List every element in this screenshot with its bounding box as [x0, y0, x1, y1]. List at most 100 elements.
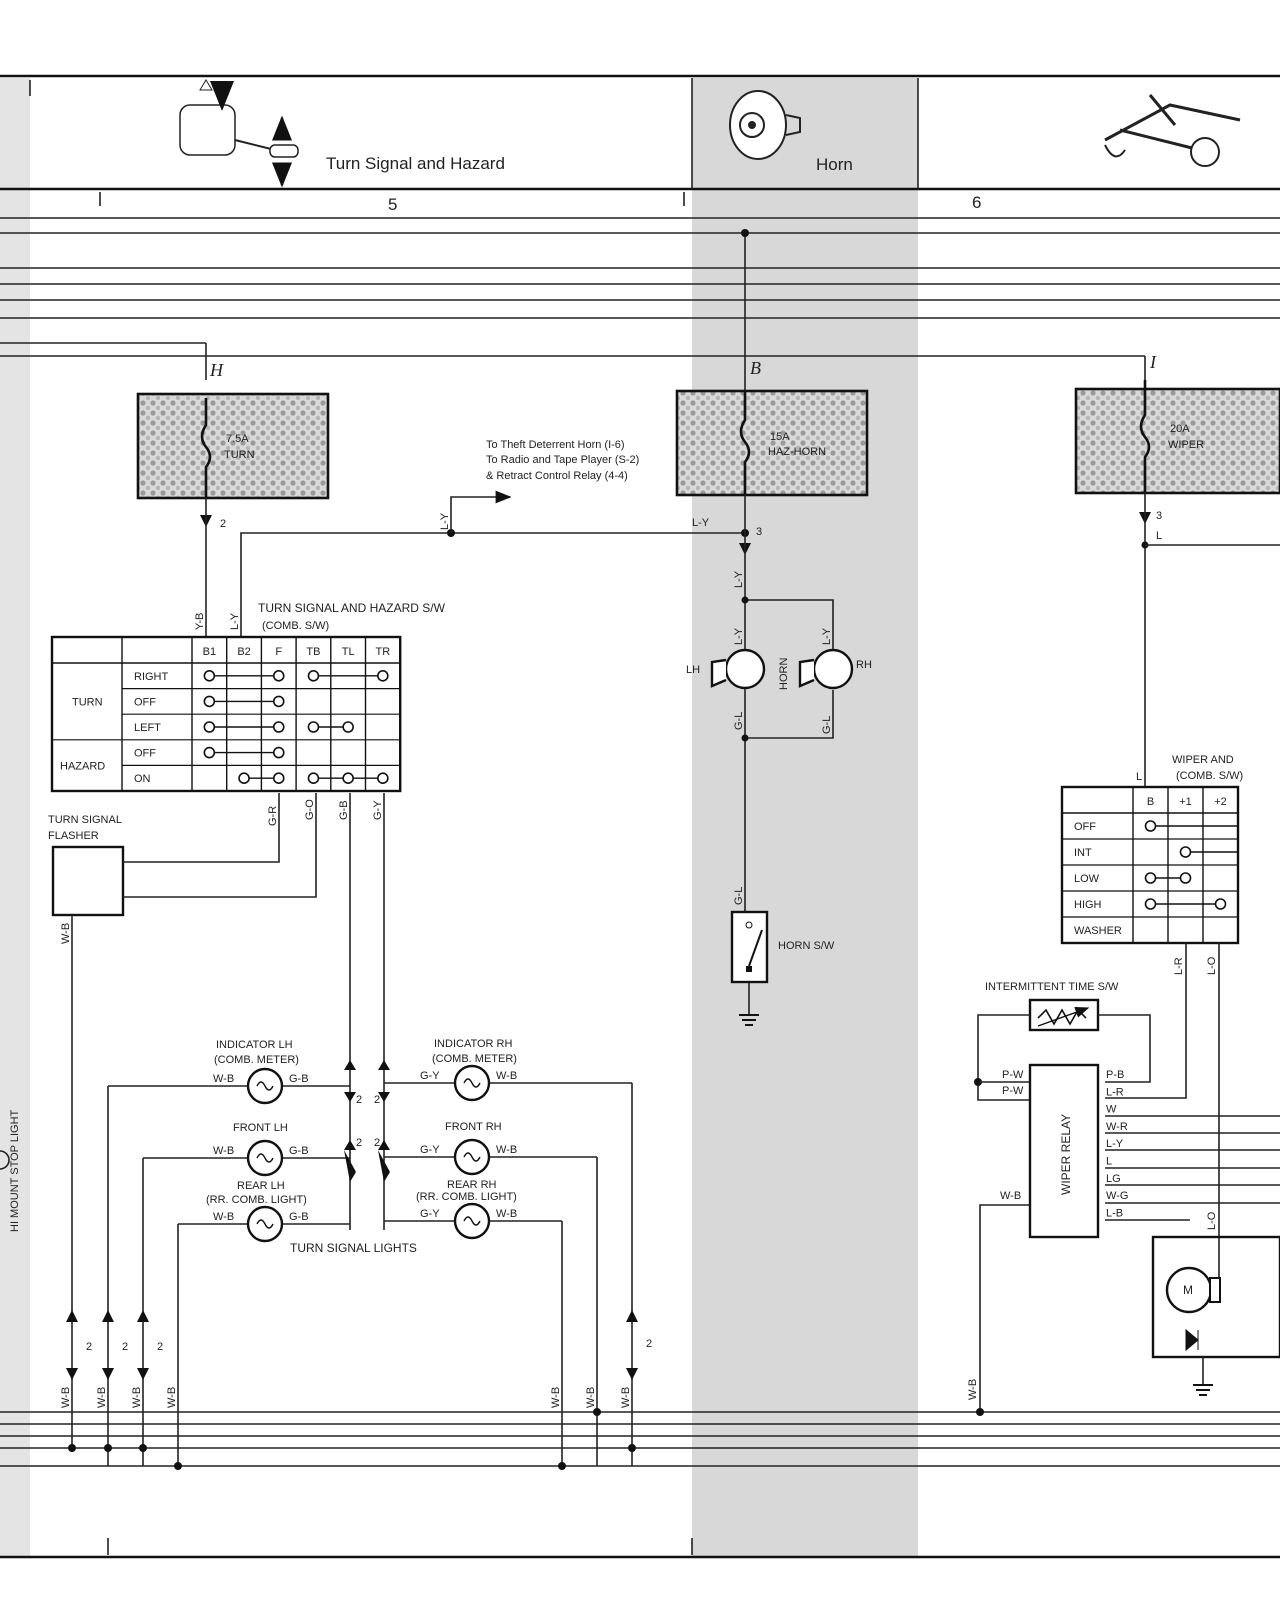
terminal-circle: [377, 669, 389, 682]
stop-light-bulb-icon: [0, 1150, 10, 1170]
connector-arrow: [378, 1140, 390, 1150]
terminal-circle: [342, 772, 354, 785]
wire-label: G-R: [267, 806, 279, 826]
wire-label: L-O: [1206, 1211, 1218, 1230]
filament-icon: [256, 1153, 274, 1163]
connector-pin: 2: [220, 518, 226, 530]
terminal-header: F: [275, 646, 282, 658]
connector-arrow: [66, 1368, 78, 1380]
turn-signal-switch-illustration-icon: [179, 79, 299, 188]
wiper-switch-title: WIPER AND: [1172, 754, 1234, 766]
connector-pin: 2: [374, 1094, 380, 1106]
connector-pin: 2: [86, 1341, 92, 1353]
splice-dot: [976, 1408, 984, 1416]
wire-label: L-R: [1173, 957, 1185, 975]
filament-icon: [463, 1152, 481, 1162]
wire-label: G-Y: [420, 1144, 440, 1156]
wiper-linkage-illustration-icon: [1104, 94, 1241, 167]
horn-switch-icon: [730, 910, 769, 984]
splice-dot: [593, 1408, 601, 1416]
connector-pin: 2: [122, 1341, 128, 1353]
rear-rh-sublabel: (RR. COMB. LIGHT): [416, 1191, 517, 1203]
connector-arrow: [137, 1310, 149, 1322]
wire-label: Y-B: [194, 613, 206, 630]
row-label: INT: [1074, 847, 1092, 859]
turn-switch-subtitle: (COMB. S/W): [262, 620, 329, 632]
wire-label: W-B: [620, 1387, 632, 1408]
relay-pin-label: LG: [1106, 1173, 1121, 1185]
row-label: OFF: [134, 696, 156, 708]
terminal-circle: [377, 772, 389, 785]
relay-pin-label: L: [1106, 1156, 1112, 1168]
wire-label: G-L: [733, 887, 745, 905]
wire-label: W-B: [585, 1387, 597, 1408]
splice-dot: [174, 1462, 182, 1470]
relay-pin-label: P-W: [1002, 1069, 1024, 1081]
ground-icon: [739, 1014, 759, 1026]
filament-icon: [463, 1078, 481, 1088]
connector-pin: 2: [646, 1338, 652, 1350]
wire-label: W-B: [213, 1073, 234, 1085]
fuse-name: WIPER: [1168, 439, 1204, 451]
connector-arrow: [344, 1140, 356, 1150]
splice-dot: [68, 1444, 76, 1452]
terminal-circle: [1179, 872, 1192, 884]
terminal-circle: [272, 772, 285, 785]
connector-arrow: [344, 1060, 356, 1070]
filament-icon: [463, 1216, 481, 1226]
relay-pin-label: P-W: [1002, 1085, 1024, 1097]
row-label: WASHER: [1074, 925, 1122, 937]
horn-rh-icon: [798, 648, 854, 690]
wire-label: L-Y: [439, 512, 451, 530]
reference-note-line: & Retract Control Relay (4-4): [486, 470, 628, 482]
terminal-circle: [1144, 820, 1157, 832]
group-label: HAZARD: [60, 760, 105, 772]
wire-label: W-B: [166, 1387, 178, 1408]
wiper-relay-label: WIPER RELAY: [1059, 1114, 1073, 1195]
connector-pin: 2: [157, 1341, 163, 1353]
fuse-rating: 15A: [770, 431, 790, 443]
relay-pin-label: W-R: [1106, 1121, 1128, 1133]
turn-switch-title: TURN SIGNAL AND HAZARD S/W: [258, 601, 446, 615]
horn-rh-label: RH: [856, 659, 872, 671]
row-label: LEFT: [134, 722, 161, 734]
row-label: OFF: [134, 748, 156, 760]
wire-label: G-B: [289, 1211, 309, 1223]
relay-pin-label: L-R: [1106, 1086, 1124, 1098]
rear-rh-label: REAR RH: [447, 1179, 497, 1191]
terminal-header: B: [1147, 796, 1154, 808]
wiper-motor: [1151, 1235, 1280, 1396]
turn-signal-flasher: [51, 845, 125, 917]
wire-label: W-B: [60, 1387, 72, 1408]
ground-bus-lines: [0, 1411, 1280, 1467]
connector-pin: 3: [1156, 510, 1162, 522]
fuse-rating: 20A: [1170, 423, 1190, 435]
wire-label: G-B: [289, 1073, 309, 1085]
row-label: OFF: [1074, 821, 1096, 833]
splice-dot: [558, 1462, 566, 1470]
terminal-circle: [342, 721, 354, 733]
terminal-circle: [203, 669, 216, 682]
wire-label: W-B: [496, 1208, 517, 1220]
wire-label: W-B: [213, 1145, 234, 1157]
power-bus-lines: [0, 217, 1280, 390]
wire-label: L-Y: [821, 627, 833, 645]
wire-label: G-L: [733, 712, 745, 730]
terminal-header: TB: [306, 646, 320, 658]
terminal-header: TR: [376, 646, 391, 658]
wire-label: W-B: [496, 1144, 517, 1156]
front-lh-label: FRONT LH: [233, 1122, 288, 1134]
front-rh-label: FRONT RH: [445, 1121, 502, 1133]
terminal-circle: [203, 746, 216, 759]
terminal-circle: [1144, 898, 1157, 910]
terminal-circle: [272, 721, 285, 733]
wire-label: G-Y: [372, 800, 384, 820]
rear-lh-label: REAR LH: [237, 1180, 285, 1192]
terminal-circle: [203, 721, 216, 733]
terminal-circle: [238, 772, 250, 785]
bus-letter-b: B: [750, 358, 761, 378]
